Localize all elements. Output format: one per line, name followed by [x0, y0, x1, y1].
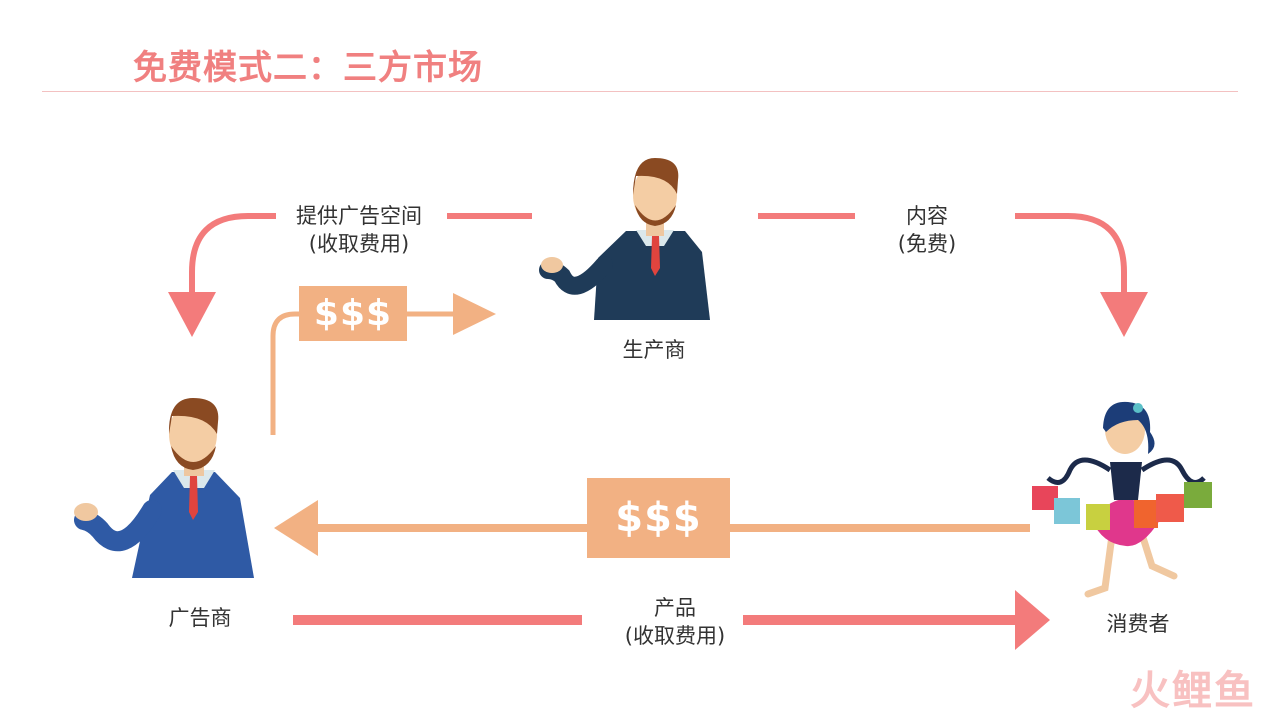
money-badge-middle: $$$	[587, 478, 730, 558]
producer-label: 生产商	[622, 338, 686, 362]
money-badge-top: $$$	[299, 286, 407, 341]
ad-space-label: 提供广告空间 (收取费用)	[268, 202, 450, 258]
product-label-line1: 产品	[654, 596, 696, 620]
watermark-logo: 火鲤鱼	[1130, 668, 1256, 714]
ad-space-label-line2: (收取费用)	[308, 232, 410, 256]
advertiser-label: 广告商	[168, 606, 232, 630]
content-label: 内容 (免费)	[862, 202, 992, 258]
ad-space-label-line1: 提供广告空间	[296, 204, 422, 228]
consumer-money-arrow	[274, 500, 1030, 556]
producer-figure	[539, 158, 710, 320]
product-label: 产品 (收取费用)	[590, 594, 760, 650]
content-label-line2: (免费)	[897, 232, 957, 256]
consumer-label: 消费者	[1106, 612, 1170, 636]
content-label-line1: 内容	[906, 204, 948, 228]
content-arrow	[758, 213, 1148, 337]
product-label-line2: (收取费用)	[624, 624, 726, 648]
title-divider	[42, 91, 1238, 92]
advertiser-money-arrow	[270, 293, 496, 435]
page-title: 免费模式二：三方市场	[133, 48, 483, 88]
ad-space-arrow	[168, 213, 532, 337]
consumer-figure	[1032, 401, 1212, 598]
advertiser-figure	[74, 398, 254, 578]
product-arrow	[293, 590, 1050, 650]
